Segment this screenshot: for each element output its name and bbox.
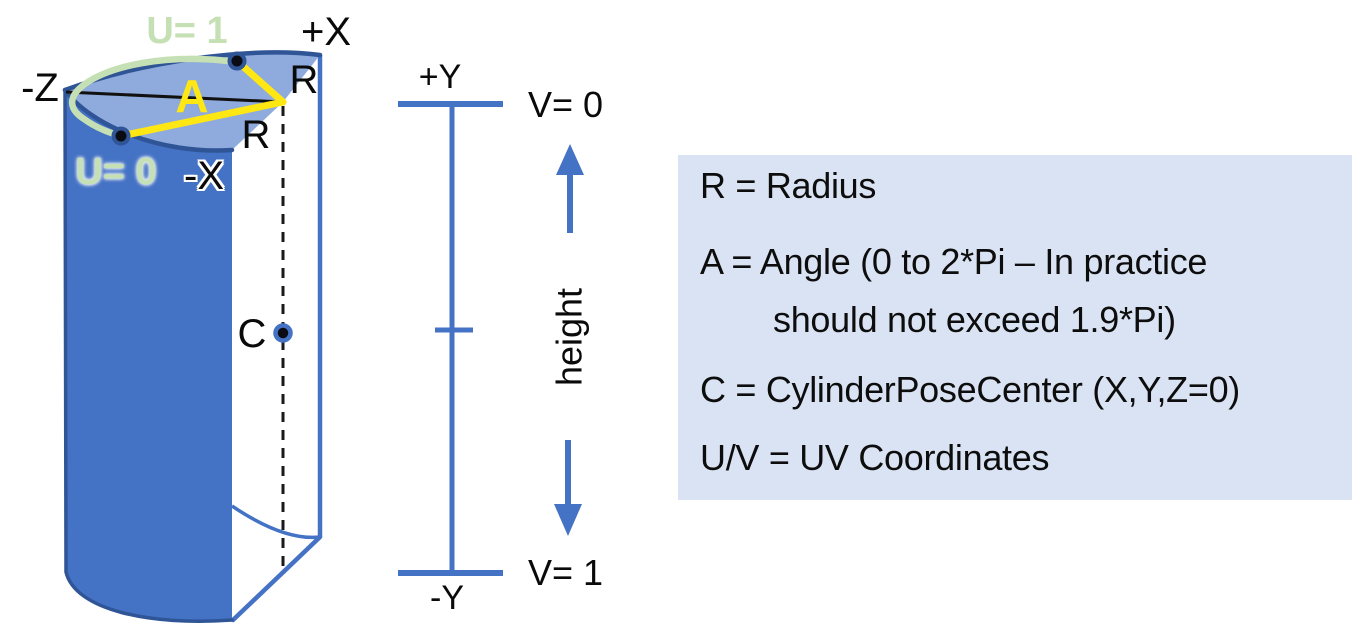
- legend-item-angle-line2: should not exceed 1.9*Pi): [773, 299, 1176, 340]
- label-plus-x: +X: [301, 10, 351, 54]
- label-center-c: C: [238, 312, 267, 356]
- cylinder-side-face: [65, 90, 232, 622]
- cylinder-bottom-back-rim: [231, 504, 321, 540]
- neg-z-direction-line: [65, 90, 284, 104]
- label-minus-z: -Z: [21, 66, 59, 110]
- cylinder-side-outline: [63, 88, 234, 623]
- label-angle: A: [175, 70, 208, 122]
- label-minus-y: -Y: [430, 579, 464, 617]
- radius-line-u0: [117, 98, 287, 140]
- label-u1: U= 1: [146, 10, 227, 52]
- radius-line-u1: [233, 57, 287, 106]
- label-height: height: [549, 288, 590, 386]
- arrow-down-head: [554, 504, 582, 536]
- label-minus-x: -X: [184, 154, 224, 198]
- label-v1: V= 1: [528, 552, 603, 593]
- arrow-up-head: [556, 144, 584, 175]
- legend-item-uv: U/V = UV Coordinates: [700, 437, 1050, 478]
- label-radius-side: R: [242, 113, 271, 157]
- label-v0: V= 0: [528, 84, 603, 125]
- point-u0: [111, 126, 131, 146]
- cylinder-bottom-cut-edge: [230, 534, 323, 623]
- legend-item-center: C = CylinderPoseCenter (X,Y,Z=0): [700, 369, 1240, 410]
- legend-item-radius: R = Radius: [700, 165, 877, 206]
- point-u1: [227, 51, 247, 71]
- label-u0: U= 0: [75, 151, 156, 193]
- label-plus-y: +Y: [419, 58, 462, 96]
- point-cylinder-center: [273, 323, 293, 343]
- label-radius-top: R: [290, 58, 319, 102]
- legend-box: R = Radius A = Angle (0 to 2*Pi – In pra…: [678, 155, 1352, 500]
- uv-seam-arc: [69, 55, 240, 140]
- legend-item-angle-line1: A = Angle (0 to 2*Pi – In practice: [700, 241, 1208, 282]
